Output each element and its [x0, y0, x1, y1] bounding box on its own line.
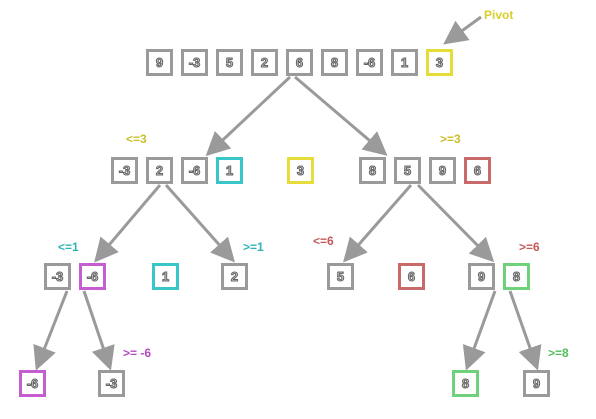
l2-rr-pivot-cell: 8	[503, 263, 530, 290]
l3-rrl-cell-0: 8	[452, 370, 479, 397]
l3-llr-cond: >= -6	[123, 346, 152, 360]
l3-rrr-cond: >=8	[548, 346, 569, 360]
l2-ll-cell-0: -3	[44, 263, 71, 290]
edge-right-rr	[416, 183, 495, 263]
l2-rr-cond: >=6	[519, 240, 540, 254]
edge-rr-rrr	[508, 290, 542, 371]
l0-cell-0: 9	[146, 49, 173, 76]
pivot-pointer-arrow	[443, 15, 482, 45]
edge-ll-llr	[82, 290, 115, 371]
l1-right-pivot-cell: 6	[464, 157, 491, 184]
l0-cell-4: 6	[286, 49, 313, 76]
edge-ll-lll	[33, 290, 69, 371]
l1-left-cell-0: -3	[111, 157, 138, 184]
l1-right-cond: >=3	[440, 132, 461, 146]
l1-right-cell-1: 5	[394, 157, 421, 184]
pivot-label: Pivot	[484, 8, 514, 22]
l0-cell-2: 5	[216, 49, 243, 76]
l3-lll-cell-0: -6	[19, 370, 46, 397]
edge-root-left	[205, 75, 292, 157]
l1-right-cell-0: 8	[359, 157, 386, 184]
l2-left-pivot-cell: 1	[152, 263, 179, 290]
l2-ll-pivot-cell: -6	[79, 263, 106, 290]
edge-left-lr	[164, 184, 235, 263]
l2-rr-cell-0: 9	[468, 263, 495, 290]
l0-cell-7: 1	[391, 49, 418, 76]
l1-left-cell-1: 2	[146, 157, 173, 184]
l3-rrr-cell-0: 9	[523, 370, 550, 397]
l3-llr-cell-0: -3	[98, 370, 125, 397]
l1-left-pivot-cell: 1	[216, 157, 243, 184]
l0-cell-6: -6	[356, 49, 383, 76]
edge-left-ll	[94, 184, 162, 263]
l2-rl-cond: <=6	[313, 234, 334, 248]
l1-right-cell-2: 9	[429, 157, 456, 184]
edge-right-rl	[343, 184, 413, 263]
l0-cell-5: 8	[321, 49, 348, 76]
l1-pivot-cell: 3	[287, 157, 314, 184]
l0-cell-1: -3	[181, 49, 208, 76]
edge-root-right	[294, 75, 388, 156]
l1-left-cell-2: -6	[181, 157, 208, 184]
edge-rr-rrl	[462, 290, 497, 371]
l0-pivot-cell: 3	[426, 49, 453, 76]
l2-lr-cell-0: 2	[221, 263, 248, 290]
l2-rl-cell-0: 5	[327, 263, 354, 290]
l2-ll-cond: <=1	[58, 240, 79, 254]
l0-cell-3: 2	[251, 49, 278, 76]
l2-right-pivot-cell: 6	[398, 263, 425, 290]
l2-lr-cond: >=1	[243, 240, 264, 254]
l1-left-cond: <=3	[126, 132, 147, 146]
